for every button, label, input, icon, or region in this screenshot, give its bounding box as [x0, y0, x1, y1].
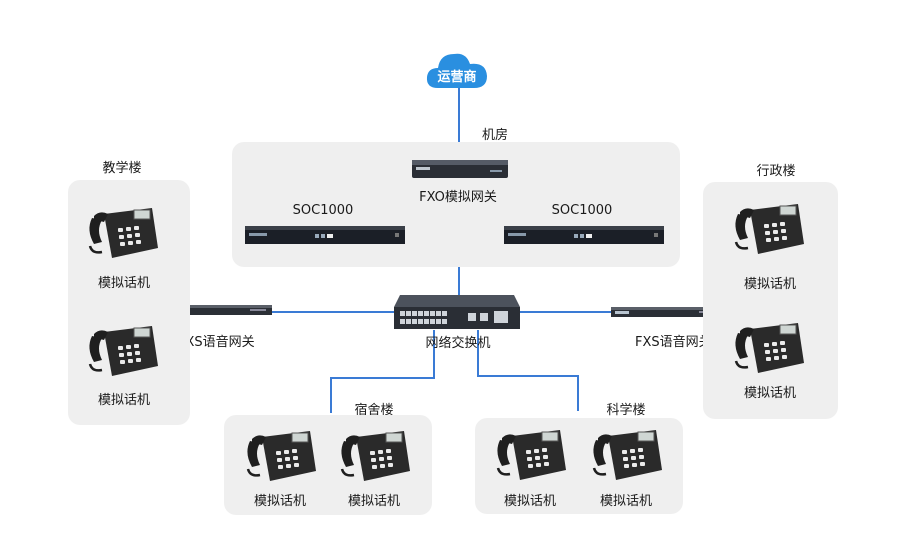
soc-right-device	[503, 224, 665, 246]
switch-to-dorm-line-v2	[330, 377, 332, 413]
admin-building-title: 行政楼	[756, 164, 796, 179]
right-gateway-line	[519, 311, 613, 313]
soc-left-device	[244, 224, 406, 246]
machine-room-title: 机房	[481, 128, 509, 143]
phone-icon	[728, 315, 806, 377]
fxo-gateway-device	[410, 158, 510, 182]
phone-icon	[728, 196, 806, 258]
teaching-building-title: 教学楼	[102, 161, 142, 176]
phone-icon	[82, 200, 160, 262]
admin-phone-1-label: 模拟话机	[743, 277, 797, 292]
teaching-phone-2-label: 模拟话机	[97, 393, 151, 408]
admin-phone-2-label: 模拟话机	[743, 386, 797, 401]
phone-icon	[334, 423, 412, 485]
soc-right-label: SOC1000	[551, 203, 613, 218]
cloud-to-room-line	[458, 86, 460, 142]
dorm-building-title: 宿舍楼	[354, 403, 394, 418]
science-phone-1-label: 模拟话机	[503, 494, 557, 509]
cloud-icon	[426, 53, 487, 88]
phone-icon	[490, 422, 568, 484]
dorm-phone-1-label: 模拟话机	[253, 494, 307, 509]
fxs-gateway-left-label: FXS语音网关	[178, 335, 255, 350]
phone-icon	[586, 422, 664, 484]
fxo-gateway-label: FXO模拟网关	[419, 190, 497, 205]
switch-to-science-line-h	[477, 375, 579, 377]
science-building-title: 科学楼	[606, 403, 646, 418]
cloud-label: 运营商	[437, 70, 477, 85]
soc-left-label: SOC1000	[292, 203, 354, 218]
switch-to-science-line-v1	[477, 330, 479, 376]
science-phone-2-label: 模拟话机	[599, 494, 653, 509]
room-to-switch-line	[458, 267, 460, 297]
switch-to-dorm-line-h	[330, 377, 435, 379]
phone-icon	[240, 423, 318, 485]
carrier-cloud: 运营商	[424, 46, 490, 90]
dorm-phone-2-label: 模拟话机	[347, 494, 401, 509]
network-switch-device	[394, 295, 522, 331]
teaching-phone-1-label: 模拟话机	[97, 276, 151, 291]
phone-icon	[82, 318, 160, 380]
network-switch-label: 网络交换机	[425, 336, 491, 351]
fxs-gateway-right-label: FXS语音网关	[635, 335, 712, 350]
switch-to-dorm-line-v1	[433, 330, 435, 378]
left-gateway-line	[270, 311, 398, 313]
switch-to-science-line-v2	[577, 375, 579, 411]
